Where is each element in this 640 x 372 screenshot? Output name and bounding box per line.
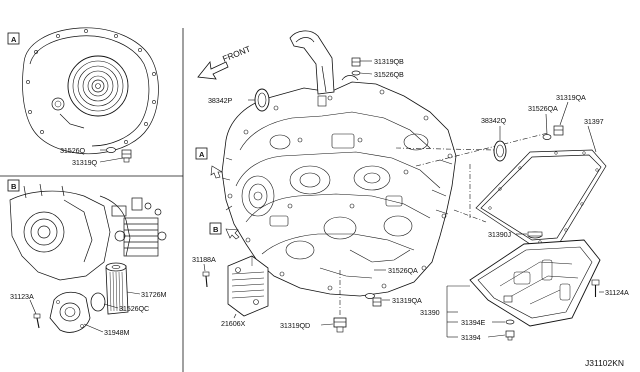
label-38342q: 38342Q: [481, 116, 506, 125]
plug-31319qb: [351, 57, 361, 67]
plug-31319qa-mid: [372, 297, 382, 307]
oil-pan-31390: [469, 239, 601, 327]
seal-38342p: [254, 88, 270, 112]
transaxle-case-partial: [9, 183, 162, 281]
label-31319qa-mid: 31319QA: [392, 296, 422, 305]
case-bolts: [227, 89, 453, 291]
seal-38342q: [493, 140, 507, 162]
plug-31319q: [121, 149, 132, 163]
cover-31948m: [49, 291, 91, 333]
bolt-31123a: [33, 313, 41, 329]
section-a-box: [7, 32, 20, 45]
label-31319q: 31319Q: [72, 158, 97, 167]
bolt-31188a: [202, 271, 210, 288]
label-31394e: 31394E: [461, 318, 485, 327]
housing-rib: [59, 113, 85, 129]
housing-bolts: [26, 29, 156, 144]
front-arrow-icon: [197, 61, 229, 80]
oil-cooler: [114, 217, 167, 257]
label-21606x: 21606X: [221, 319, 245, 328]
section-a-view: A 31526Q 31319Q: [7, 27, 159, 167]
label-31123a: 31123A: [10, 292, 34, 301]
label-31319qb: 31319QB: [374, 57, 404, 66]
callout-a-box: [195, 147, 208, 160]
callout-a-arrow-icon: [210, 165, 224, 179]
label-31948m: 31948M: [104, 328, 129, 337]
torque-converter: [67, 55, 129, 117]
plug-31319qd: [333, 317, 347, 333]
converter-housing: [22, 27, 159, 155]
label-31526qc: 31526QC: [119, 304, 149, 313]
label-31188a: 31188A: [192, 255, 216, 264]
washer-31526qa-mid: [365, 293, 375, 299]
washer-31526qb: [351, 70, 361, 76]
filter-31726m: [105, 262, 129, 315]
label-31397: 31397: [584, 117, 604, 126]
label-31526qa-top: 31526QA: [528, 104, 558, 113]
section-a-letter: A: [11, 35, 17, 44]
diagram-code: J31102KN: [585, 358, 624, 368]
plug-31319qa-top: [553, 125, 564, 136]
label-31526qb: 31526QB: [374, 70, 404, 79]
section-b-box: [7, 179, 20, 192]
callout-b-arrow-icon: [225, 228, 240, 240]
washer-31526q: [106, 147, 116, 153]
label-31319qa-top: 31319QA: [556, 93, 586, 102]
seal-ring: [51, 97, 65, 111]
callout-b-letter: B: [213, 225, 219, 234]
label-31319qd: 31319QD: [280, 321, 310, 330]
oring-31526qc: [90, 292, 106, 312]
bolt-31124a: [591, 279, 600, 297]
transaxle-assembly: [221, 30, 457, 297]
section-b-view: B: [7, 179, 167, 337]
label-31390: 31390: [420, 308, 440, 317]
magnet-31390j: [527, 231, 543, 239]
callout-b-box: [209, 222, 222, 235]
cooler-21606x: [227, 255, 269, 317]
label-31124a: 31124A: [605, 288, 629, 297]
front-indicator: FRONT: [197, 44, 252, 80]
label-31394: 31394: [461, 333, 481, 342]
label-38342p: 38342P: [208, 96, 232, 105]
assembly-line-2: [415, 132, 549, 167]
washer-31394e: [505, 319, 515, 325]
section-b-letter: B: [11, 182, 17, 191]
label-31726m: 31726M: [141, 290, 166, 299]
plug-31394: [505, 330, 515, 341]
assembly-line-1: [395, 147, 495, 151]
pan-drain-boss: [503, 295, 513, 303]
front-label: FRONT: [221, 44, 252, 64]
housing-flange: [29, 35, 150, 147]
callout-a-letter: A: [199, 150, 205, 159]
label-31526qa-mid: 31526QA: [388, 266, 418, 275]
breather-tube: [289, 30, 335, 95]
washer-31526qa-top: [542, 134, 552, 140]
label-31526q: 31526Q: [60, 146, 85, 155]
label-31390j: 31390J: [488, 230, 511, 239]
